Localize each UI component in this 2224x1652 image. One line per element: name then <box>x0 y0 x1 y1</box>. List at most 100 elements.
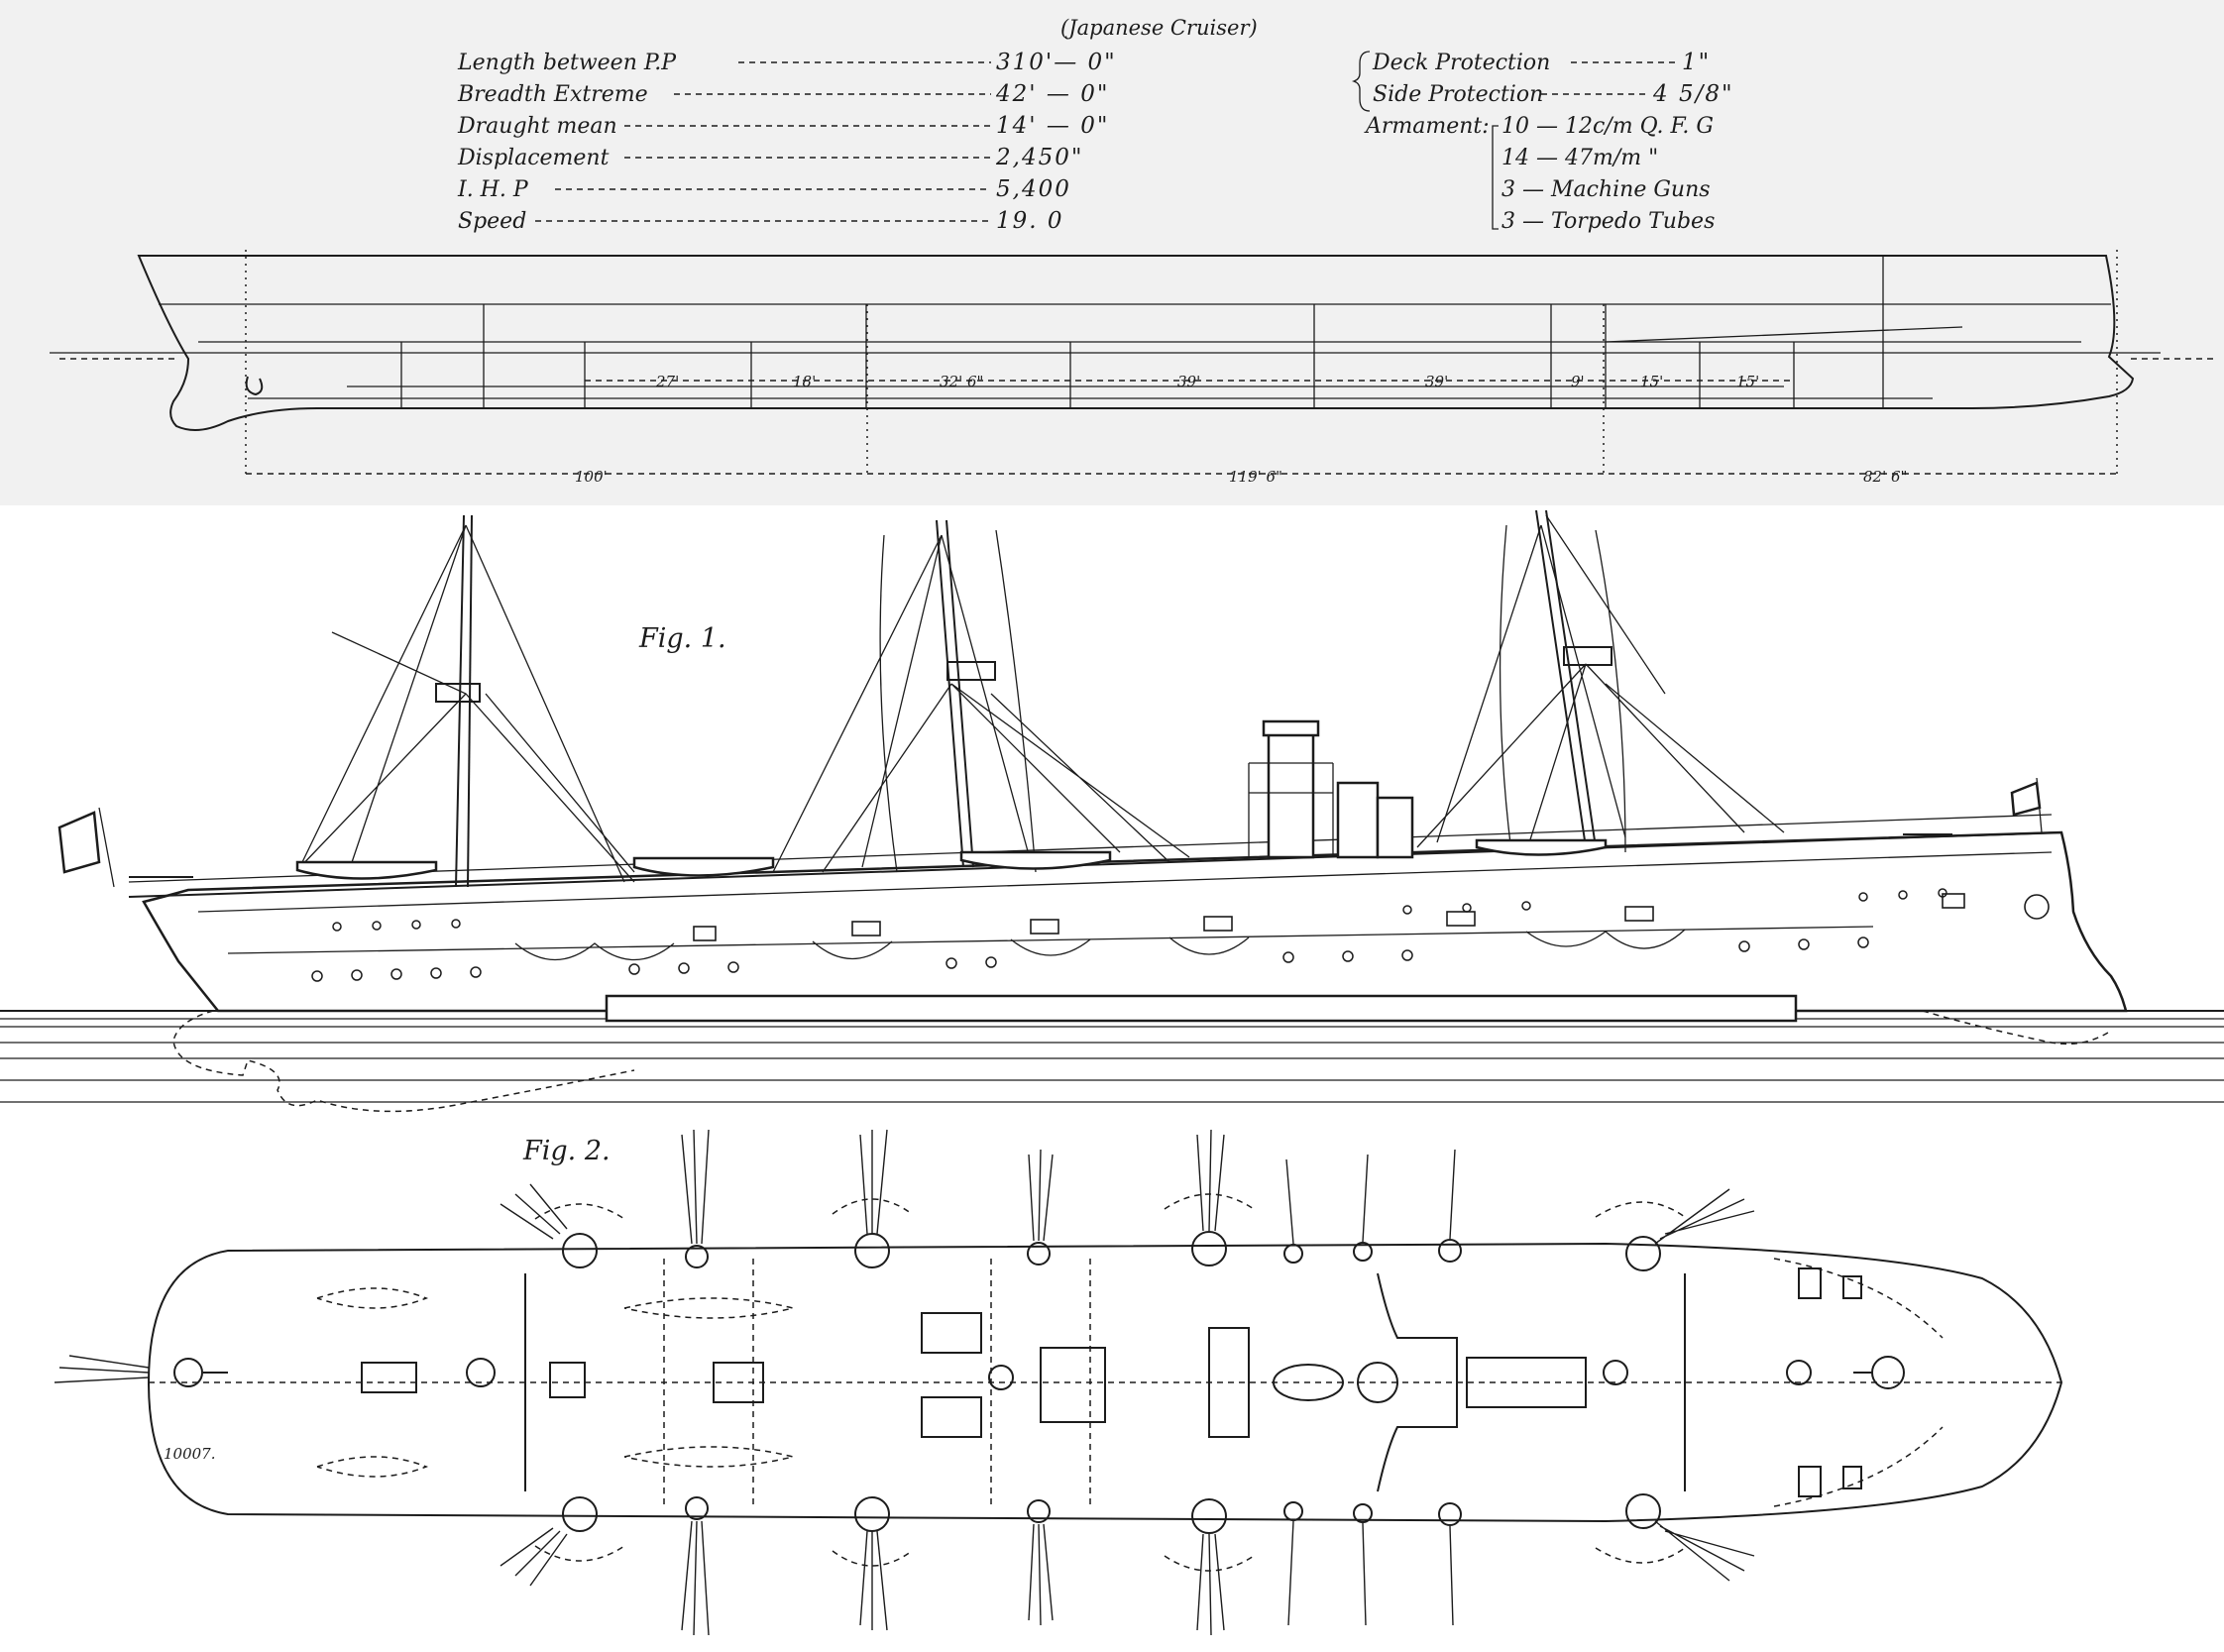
blast-ray <box>1028 1523 1054 1626</box>
inboard-profile: 27' 18' 32' 6" 39' 39' 9' 15' 15' 100' 1… <box>50 250 2215 486</box>
fig2-boat-stowage <box>316 1287 794 1478</box>
fig1-deck-line <box>128 831 2062 898</box>
protection-value: 1" <box>1682 50 1711 75</box>
spec-list-left: Length between P.P 310'— 0" Breadth Extr… <box>457 50 1117 234</box>
fig2-hatch <box>1040 1347 1106 1423</box>
sponson-gun <box>1191 1231 1227 1267</box>
fig2-grating <box>361 1362 417 1393</box>
porthole <box>451 919 461 929</box>
specification-panel: (Japanese Cruiser) Length between P.P 31… <box>0 0 2224 505</box>
fig2-hatch <box>921 1312 982 1354</box>
gunport <box>693 926 717 941</box>
fig1-gunports <box>693 893 2050 941</box>
armament-label: Armament: <box>1364 114 1490 139</box>
porthole <box>727 961 739 973</box>
porthole <box>1798 938 1810 950</box>
sponson-gun <box>1353 1242 1373 1262</box>
blast-ray <box>1028 1149 1054 1242</box>
porthole <box>1858 892 1868 902</box>
armament-item: 3 — Torpedo Tubes <box>1501 209 1715 234</box>
blast-ray <box>1285 1149 1456 1245</box>
arcs-of-fire <box>534 1545 1686 1572</box>
sponson-gun <box>854 1496 890 1532</box>
spec-value: 310'— 0" <box>996 50 1117 75</box>
fig2-centre-guns <box>173 1356 1905 1390</box>
chart-house <box>1376 796 1414 859</box>
capstan <box>1798 1466 1822 1497</box>
fore-mast <box>1545 509 1597 848</box>
capstan <box>1842 1275 1862 1299</box>
fig1-label: Fig. 1. <box>638 623 726 654</box>
protection-row: Side Protection 4 5/8" <box>1373 81 1732 107</box>
blast-ray <box>859 1530 888 1631</box>
profile-hull-outline <box>137 255 2135 431</box>
armament-bracket <box>1492 125 1499 230</box>
spec-value: 14' — 0" <box>996 113 1109 139</box>
fig1-masts <box>435 509 1612 888</box>
plate-number: 10007. <box>164 1445 216 1463</box>
fig1-underwater-bow <box>1922 1010 2112 1046</box>
gunport <box>1624 906 1654 922</box>
protection-list: Deck Protection 1" Side Protection 4 5/8… <box>1351 50 1732 112</box>
spec-label: Breadth Extreme <box>457 82 648 107</box>
overall-dimensions: 100' 119' 6" 82' 6" <box>575 468 1907 486</box>
profile-rudder <box>245 376 264 396</box>
fig2-deckhouse <box>1466 1357 1587 1408</box>
fig1-strake <box>197 851 2053 913</box>
fig2-superstructure <box>1377 1272 1458 1492</box>
porthole <box>332 922 342 932</box>
hawse-pipe <box>2024 894 2050 920</box>
spec-row: I. H. P 5,400 <box>457 176 1071 202</box>
blast-ray <box>1654 1520 1755 1582</box>
capstan <box>1842 1466 1862 1489</box>
spec-row: Draught mean 14' — 0" <box>457 113 1109 139</box>
fig2-deck-breaks <box>524 1273 1686 1491</box>
porthole <box>1857 936 1869 948</box>
fig1-elevation: Fig. 1. <box>0 509 2224 1113</box>
fig2-hatch <box>713 1362 764 1403</box>
rigging-lines <box>296 514 1785 883</box>
fig1-hull <box>142 830 2128 1013</box>
blast-ray <box>54 1355 150 1383</box>
porthole <box>985 956 997 968</box>
sponson-gun <box>562 1496 598 1532</box>
figures-svg: Fig. 1. <box>0 509 2224 1636</box>
fig1-sponsons <box>514 929 1686 961</box>
aft-gun-mount <box>466 1358 496 1387</box>
fig2-sponsons-starboard <box>534 1493 1686 1572</box>
porthole <box>311 970 323 982</box>
bow-gun-mount <box>1871 1356 1905 1389</box>
fig2-bow-fittings <box>1773 1258 1944 1507</box>
sponson-gun <box>1283 1501 1303 1521</box>
flagstaff <box>98 807 115 888</box>
fig2-funnel <box>1273 1364 1344 1401</box>
blast-ray <box>1287 1520 1454 1626</box>
porthole <box>470 966 482 978</box>
fig2-plan: Fig. 2. 10007. <box>54 1129 2063 1636</box>
fore-top <box>1563 646 1612 666</box>
fig2-hull-outline <box>147 1242 2063 1523</box>
shroud-lines <box>879 524 1626 873</box>
spec-label: I. H. P <box>457 177 529 202</box>
blast-ray <box>1654 1188 1755 1245</box>
arcs-of-fire <box>534 1193 1686 1220</box>
dim-label: 15' <box>1640 373 1663 390</box>
protection-row: Deck Protection 1" <box>1372 50 1711 75</box>
figures-panel: Fig. 1. <box>0 505 2224 1648</box>
porthole <box>1282 951 1294 963</box>
stern-gun-mount <box>173 1358 203 1387</box>
sponson-gun <box>685 1496 709 1520</box>
spec-label: Displacement <box>457 146 610 170</box>
blast-ray <box>500 1183 568 1240</box>
fig1-rigging <box>296 514 1785 883</box>
armament-list: Armament: 10 — 12c/m Q. F. G 14 — 47m/m … <box>1364 114 1715 234</box>
spec-value: 5,400 <box>996 176 1071 202</box>
porthole <box>351 969 363 981</box>
sponson-gun <box>1027 1499 1051 1523</box>
protection-label: Side Protection <box>1373 82 1543 107</box>
sponson-gun <box>1625 1236 1661 1271</box>
blast-ray <box>681 1520 710 1636</box>
armament-item: 10 — 12c/m Q. F. G <box>1501 114 1714 139</box>
fig1-underwater-stern <box>172 1010 635 1113</box>
gunport <box>851 921 881 936</box>
